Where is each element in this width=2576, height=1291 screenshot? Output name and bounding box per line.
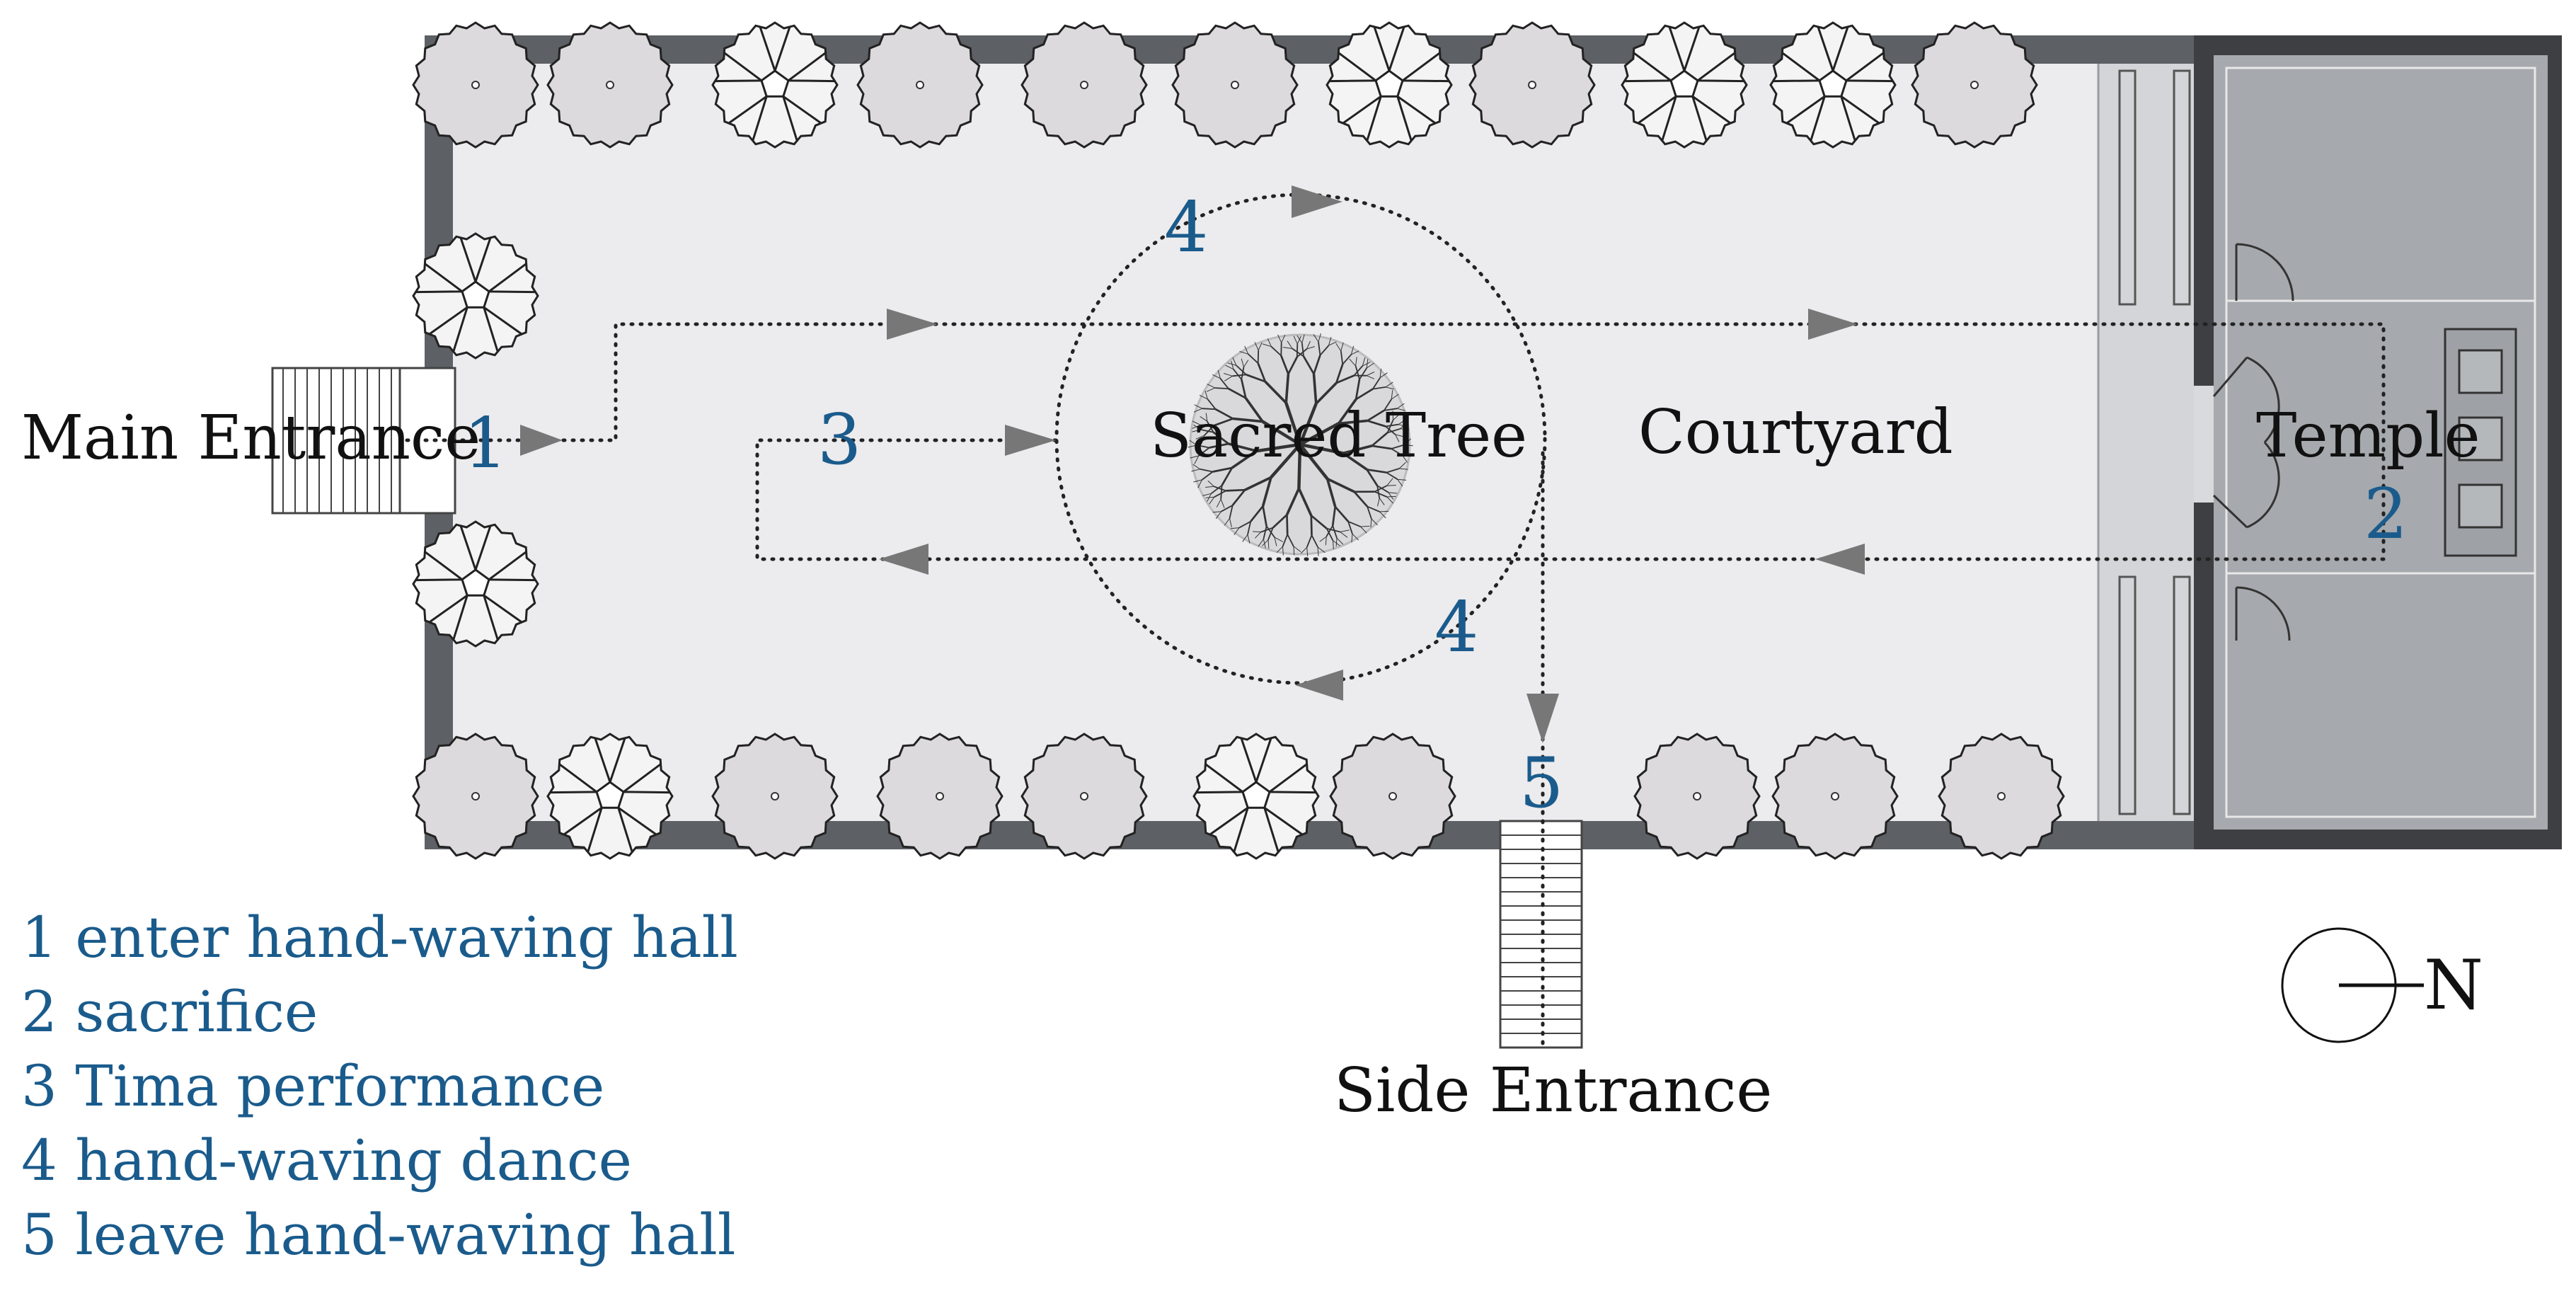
tree-canopy-icon bbox=[1911, 21, 2038, 149]
tree-trunk-icon bbox=[606, 81, 614, 89]
tree-trunk-icon bbox=[771, 792, 779, 801]
tree-trunk-icon bbox=[1831, 792, 1839, 801]
tree-trunk-icon bbox=[1970, 81, 1979, 89]
arrow-icon bbox=[1815, 544, 1865, 575]
tree-canopy-icon bbox=[412, 520, 539, 648]
tree-trunk-icon bbox=[1997, 792, 2006, 801]
courtyard-label: Courtyard bbox=[1638, 397, 1953, 468]
tree-canopy-icon bbox=[1771, 733, 1899, 860]
arrow-icon bbox=[1526, 694, 1559, 743]
tree-trunk-icon bbox=[461, 568, 490, 597]
route-arrows bbox=[520, 185, 1865, 743]
sacred-tree-label: Sacred Tree bbox=[1150, 401, 1527, 471]
tree-canopy-icon bbox=[876, 733, 1004, 860]
legend-item: 5 leave hand-waving hall bbox=[21, 1202, 735, 1268]
legend: 1 enter hand-waving hall 2 sacrifice 3 T… bbox=[21, 905, 738, 1268]
tree-trunk-icon bbox=[1528, 81, 1536, 89]
tree-trunk-icon bbox=[1693, 792, 1701, 801]
legend-item: 2 sacrifice bbox=[21, 979, 318, 1045]
route-marker-4-top: 4 bbox=[1164, 188, 1208, 268]
tree-canopy-icon bbox=[1326, 21, 1453, 149]
tree-trunk-icon bbox=[595, 781, 625, 809]
tree-trunk-icon bbox=[461, 280, 490, 309]
arrow-icon bbox=[1295, 670, 1343, 701]
route-step-markers: 1 2 3 4 4 5 bbox=[464, 188, 2408, 824]
compass-icon: N bbox=[2281, 927, 2483, 1043]
route-marker-4-bottom: 4 bbox=[1434, 587, 1478, 668]
legend-item: 1 enter hand-waving hall bbox=[21, 905, 738, 970]
tree-canopy-icon bbox=[1633, 733, 1761, 860]
tree-trunk-icon bbox=[1818, 69, 1848, 98]
corridor-floor bbox=[2098, 64, 2194, 821]
tree-trunk-icon bbox=[916, 81, 924, 89]
tree-trunk-icon bbox=[471, 792, 480, 801]
tree-trunk-icon bbox=[1080, 792, 1088, 801]
tree-canopy-icon bbox=[1938, 733, 2065, 860]
route-main-entry bbox=[405, 322, 2386, 561]
tree-canopy-icon bbox=[546, 21, 674, 149]
temple-door-icon bbox=[2212, 356, 2280, 529]
arrow-icon bbox=[879, 544, 928, 575]
north-label: N bbox=[2424, 946, 2483, 1025]
tree-canopy-icon bbox=[1329, 733, 1456, 860]
route-marker-3: 3 bbox=[817, 400, 861, 481]
tree-canopy-icon bbox=[412, 232, 539, 360]
tree-canopy-icon bbox=[856, 21, 984, 149]
tree-trunk-icon bbox=[471, 81, 480, 89]
temple-doorway bbox=[2194, 386, 2214, 503]
arrow-icon bbox=[1808, 309, 1858, 340]
tree-trunk-icon bbox=[936, 792, 944, 801]
tree-trunk-icon bbox=[1241, 781, 1271, 809]
main-entrance-label: Main Entrance bbox=[21, 403, 481, 474]
tree-trunk-icon bbox=[1231, 81, 1239, 89]
place-labels: Main Entrance Sacred Tree Courtyard Temp… bbox=[21, 397, 2480, 1126]
tree-trunk-icon bbox=[1374, 69, 1404, 98]
tree-trunk-icon bbox=[1080, 81, 1088, 89]
temple-front-wall-top bbox=[2194, 64, 2214, 386]
temple-front-wall-bottom bbox=[2194, 503, 2214, 821]
side-entrance-label: Side Entrance bbox=[1334, 1055, 1772, 1126]
arrow-icon bbox=[520, 425, 563, 456]
sacred-tree-icon bbox=[1188, 333, 1413, 556]
tree-canopy-icon bbox=[412, 21, 539, 149]
tree-trunk-icon bbox=[1388, 792, 1397, 801]
arrow-icon bbox=[887, 309, 938, 340]
side-entrance-stairs-icon bbox=[1499, 820, 1583, 1049]
tree-trunk-icon bbox=[760, 69, 790, 98]
altar-icon bbox=[2444, 328, 2517, 557]
arrow-icon bbox=[1292, 185, 1342, 218]
route-marker-1: 1 bbox=[464, 403, 507, 484]
tree-canopy-icon bbox=[1468, 21, 1596, 149]
door-swing-icon bbox=[2235, 586, 2291, 641]
temple-inner-border bbox=[2225, 67, 2536, 818]
temple-label: Temple bbox=[2256, 401, 2480, 471]
tree-canopy-icon bbox=[711, 733, 839, 860]
legend-item: 4 hand-waving dance bbox=[21, 1128, 632, 1193]
tree-canopy-icon bbox=[412, 733, 539, 860]
tree-rows bbox=[412, 21, 2065, 860]
tree-trunk-icon bbox=[1669, 69, 1699, 98]
tree-canopy-icon bbox=[1020, 733, 1148, 860]
tree-canopy-icon bbox=[711, 21, 839, 149]
legend-item: 3 Tima performance bbox=[21, 1053, 604, 1119]
door-swing-icon bbox=[2235, 243, 2294, 302]
tree-canopy-icon bbox=[1769, 21, 1897, 149]
tree-canopy-icon bbox=[1621, 21, 1748, 149]
arrow-icon bbox=[1005, 425, 1056, 456]
route-marker-2: 2 bbox=[2364, 474, 2408, 555]
tree-canopy-icon bbox=[1020, 21, 1148, 149]
tree-canopy-icon bbox=[546, 733, 674, 860]
tree-canopy-icon bbox=[1171, 21, 1299, 149]
corridor-railings bbox=[2118, 69, 2191, 815]
route-marker-5: 5 bbox=[1519, 743, 1563, 824]
tree-canopy-icon bbox=[1192, 733, 1320, 860]
